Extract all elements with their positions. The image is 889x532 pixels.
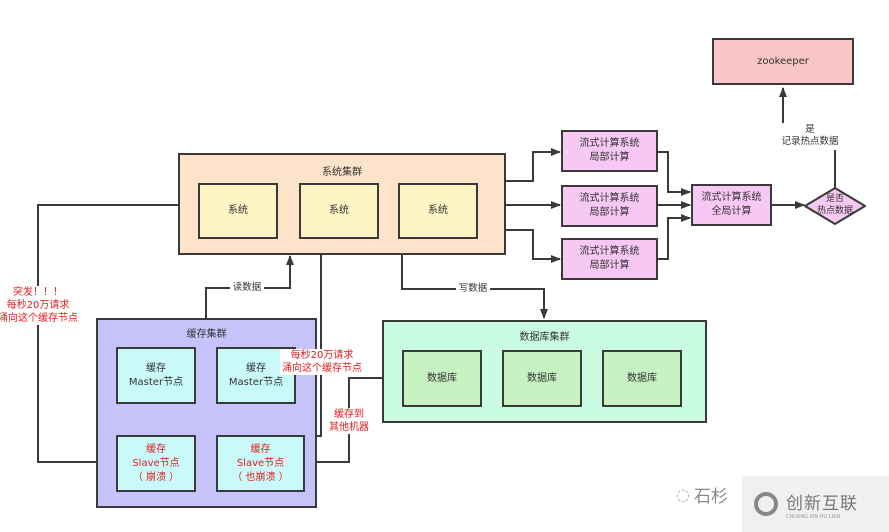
system-node: 系统 — [198, 183, 278, 239]
cache-cluster-title: 缓存集群 — [186, 329, 227, 340]
cache-slave-node-also-crashed: 缓存 Slave节点 （ 也崩溃 ） — [216, 435, 305, 492]
write-data-label: 写数据 — [456, 283, 490, 295]
brand-logo-icon — [754, 492, 778, 516]
burst-note: 突发！！！ 每秒20万请求 涌向这个缓存节点 — [0, 286, 78, 325]
cache-slave-node-crashed: 缓存 Slave节点 （ 崩溃 ） — [116, 435, 196, 492]
stream-local-node: 流式计算系统 局部计算 — [561, 130, 658, 172]
database-cluster-title: 数据库集群 — [519, 332, 570, 343]
decision-diamond — [804, 187, 866, 225]
brand-name: 创新互联 — [786, 493, 858, 514]
system-node: 系统 — [398, 183, 478, 239]
edge-system-to-local-3 — [505, 229, 561, 263]
wechat-icon: ◌ — [676, 485, 690, 504]
database-node: 数据库 — [502, 350, 582, 407]
burst-note-second: 每秒20万请求 涌向这个缓存节点 — [280, 349, 364, 375]
stream-local-node: 流式计算系统 局部计算 — [561, 185, 658, 227]
stream-local-node: 流式计算系统 局部计算 — [561, 238, 658, 280]
edge-local1-to-global — [658, 151, 691, 196]
edge-local3-to-global — [658, 214, 691, 260]
wechat-watermark: ◌ 石杉 — [676, 482, 728, 507]
cache-other-machines-note: 缓存到 其他机器 — [326, 408, 372, 434]
database-node: 数据库 — [602, 350, 682, 407]
cache-master-node: 缓存 Master节点 — [116, 347, 196, 404]
zookeeper-node: zookeeper — [712, 38, 854, 85]
brand-pinyin: CHUANG XIN HU LIAN — [786, 513, 841, 520]
wechat-account-name: 石杉 — [693, 487, 728, 507]
stream-global-node: 流式计算系统 全局计算 — [691, 184, 772, 226]
edge-burst-to-slave1 — [37, 204, 178, 466]
decision-label: 是否 热点数据 — [816, 194, 853, 216]
decision-yes-label: 是 记录热点数据 — [772, 124, 848, 148]
read-data-label: 读数据 — [230, 282, 264, 294]
system-cluster-title: 系统集群 — [322, 167, 362, 178]
system-node: 系统 — [299, 183, 379, 239]
database-node: 数据库 — [402, 350, 482, 407]
edge-system-to-local-1 — [505, 148, 561, 182]
brand-watermark: 创新互联 CHUANG XIN HU LIAN — [742, 476, 889, 532]
